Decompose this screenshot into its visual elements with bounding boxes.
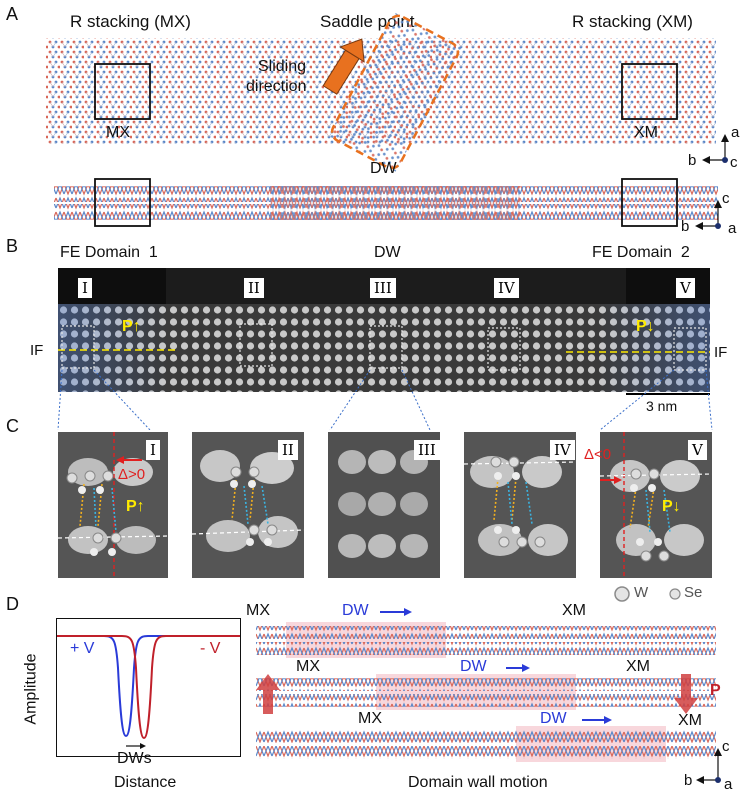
delta-negative-label: Δ<0	[584, 446, 612, 463]
lattice-top-view	[46, 12, 729, 230]
motion-row-1-dw: DW	[342, 602, 369, 619]
dw-title-b: DW	[374, 244, 401, 261]
motion-row-1-right: XM	[562, 602, 586, 619]
box-mx-label: MX	[106, 124, 130, 141]
panel-c-label: C	[6, 416, 19, 436]
mx-stacking-title: R stacking (MX)	[70, 12, 191, 31]
zoom-tile-3-label: III	[414, 440, 440, 460]
axis-b-top: b	[688, 152, 697, 169]
motion-row-2-left: MX	[296, 658, 320, 675]
polarization-p-label-d: P	[710, 682, 721, 699]
distance-axis-label: Distance	[114, 774, 177, 791]
dw-arrows	[380, 608, 612, 724]
axis-c-side: c	[722, 190, 730, 207]
legend-se-label: Se	[684, 584, 703, 601]
zoom-tile-1-label: I	[146, 440, 160, 460]
sliding-label-1: Sliding	[258, 58, 307, 75]
panel-b-label: B	[6, 236, 19, 256]
zoom-tile-4-label: IV	[550, 440, 575, 460]
scale-bar	[626, 393, 710, 395]
interface-label-right: IF	[714, 344, 728, 361]
region-label-1: I	[78, 278, 92, 298]
legend-w-label: W	[634, 584, 649, 601]
atom-legend-markers	[614, 586, 681, 602]
xm-stacking-title: R stacking (XM)	[572, 12, 693, 31]
blue-curve	[57, 635, 240, 738]
motion-row-2-dw: DW	[460, 658, 487, 675]
fe-domain-2-title: FE Domain 2	[592, 244, 690, 261]
zoom-tile-2-label: II	[278, 440, 298, 460]
zoom-guides	[57, 370, 713, 430]
interface-label-left: IF	[30, 342, 44, 359]
dw-label-a: DW	[370, 160, 397, 177]
axis-c-d: c	[722, 738, 730, 755]
motion-row-1-left: MX	[246, 602, 270, 619]
axis-a-top: a	[731, 124, 740, 141]
zoom-tile-1: I Δ>0 P↑	[58, 432, 168, 578]
red-curve	[57, 635, 240, 740]
zoom-tile-3: III	[328, 432, 440, 578]
motion-row-3-right: XM	[678, 712, 702, 729]
axis-b-d: b	[684, 772, 693, 789]
zoom-tile-5-label: V	[688, 440, 707, 460]
polarization-down-b: P↓	[636, 318, 655, 335]
region-label-5: V	[676, 278, 695, 298]
delta-positive-label: Δ>0	[118, 466, 146, 483]
polarization-down-c: P↓	[662, 498, 681, 515]
motion-row-3-left: MX	[358, 710, 382, 727]
axis-b-side: b	[681, 218, 690, 235]
polarization-up-b: P↑	[122, 318, 141, 335]
axis-a-d: a	[724, 776, 733, 793]
minus-v-label: - V	[200, 640, 221, 657]
domain-wall-motion	[256, 622, 716, 762]
motion-row-2-right: XM	[626, 658, 650, 675]
region-label-2: II	[244, 278, 264, 298]
zoom-tile-2: II	[192, 432, 304, 578]
region-label-3: III	[370, 278, 396, 298]
polarization-arrows-d	[256, 674, 698, 714]
zoom-tile-5: V P↓	[600, 432, 712, 578]
zoom-tile-4: IV	[464, 432, 576, 578]
polarization-up-c: P↑	[126, 498, 145, 515]
stem-image: I II III IV V P↑ P↓	[58, 268, 710, 392]
domain-wall-motion-title: Domain wall motion	[408, 774, 548, 791]
region-label-4: IV	[494, 278, 519, 298]
plus-v-label: + V	[70, 640, 95, 657]
sliding-label-2: direction	[246, 78, 307, 95]
dws-label: DWs	[117, 750, 152, 767]
box-xm-label: XM	[634, 124, 658, 141]
amplitude-plot	[56, 618, 241, 757]
axis-a-side: a	[728, 220, 737, 237]
panel-d-label: D	[6, 594, 19, 614]
scale-bar-label: 3 nm	[646, 398, 678, 414]
axes-d	[696, 748, 722, 784]
fe-domain-1-title: FE Domain 1	[60, 244, 158, 261]
axis-c-top: c	[730, 154, 738, 171]
amplitude-axis-label: Amplitude	[22, 653, 40, 725]
motion-row-3-dw: DW	[540, 710, 567, 727]
panel-a-label: A	[6, 4, 19, 24]
